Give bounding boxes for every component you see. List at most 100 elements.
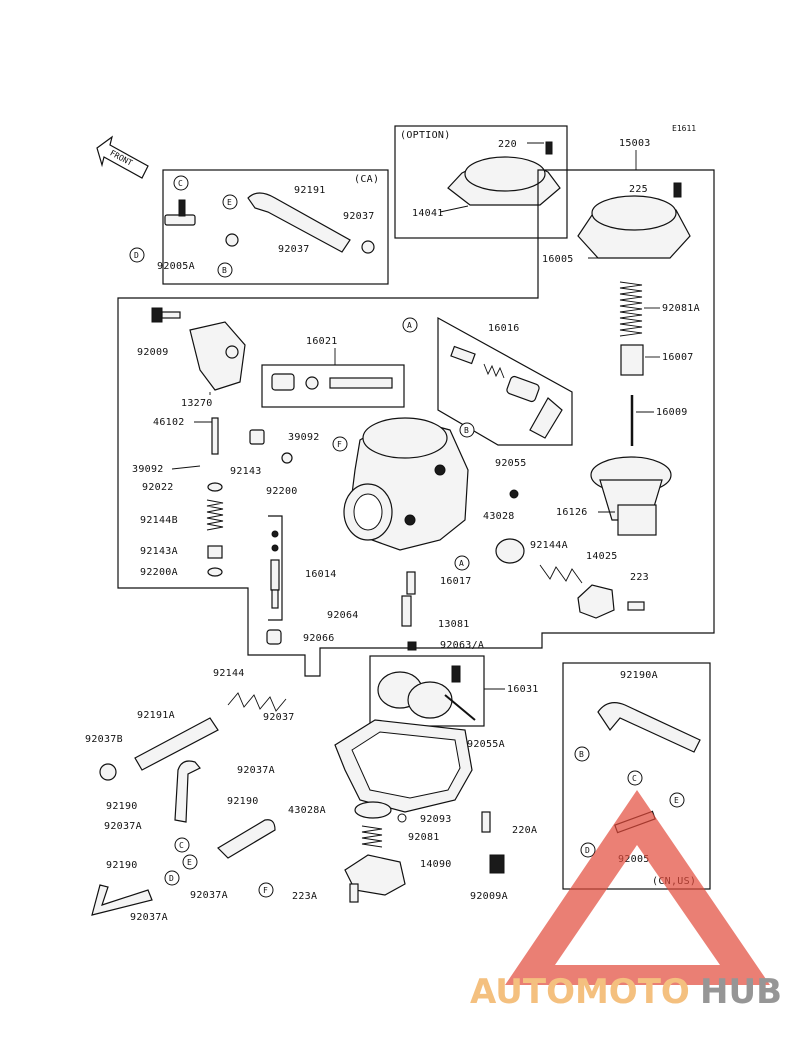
option-box	[394, 125, 568, 239]
part-92200: 92200	[266, 486, 298, 497]
part-14041: 14041	[412, 208, 444, 219]
part-92037A-a: 92037A	[237, 765, 275, 776]
ca-box	[162, 169, 389, 285]
part-92037-ca: 92037	[343, 211, 375, 222]
ca-circle-e: E	[222, 194, 238, 210]
part-92009: 92009	[137, 347, 169, 358]
part-92081: 92081	[408, 832, 440, 843]
box-16014	[268, 515, 283, 621]
svg-text:B: B	[222, 266, 227, 275]
plug-92063A	[407, 641, 417, 651]
circle-f-lower: F	[258, 882, 274, 898]
svg-text:C: C	[179, 841, 184, 850]
part-16031: 16031	[507, 684, 539, 695]
screw-223A	[349, 883, 359, 903]
part-92022: 92022	[142, 482, 174, 493]
throttle-13270	[189, 321, 246, 391]
part-16009: 16009	[656, 407, 688, 418]
pilot-screw-16014	[270, 530, 280, 609]
assembly-16016	[450, 345, 563, 439]
part-92063A: 92063/A	[440, 640, 484, 651]
part-39092-b: 39092	[288, 432, 320, 443]
svg-text:A: A	[407, 321, 412, 330]
part-223: 223	[630, 572, 649, 583]
float-bowl	[334, 719, 473, 813]
screw-223	[627, 601, 645, 611]
drain-92009A	[489, 854, 505, 874]
part-92055A: 92055A	[467, 739, 505, 750]
jet-13081	[401, 595, 412, 627]
part-92055: 92055	[495, 458, 527, 469]
oring-92093	[397, 813, 407, 823]
jet-16017	[406, 571, 416, 595]
part-16021: 16021	[306, 336, 338, 347]
part-92064: 92064	[327, 610, 359, 621]
circle-a-top: A	[402, 317, 418, 333]
part-92005A: 92005A	[157, 261, 195, 272]
cnus-circle-e: E	[669, 792, 685, 808]
front-arrow: FRONT	[96, 135, 149, 179]
cover-14025	[577, 584, 615, 619]
svg-text:D: D	[169, 874, 174, 883]
screw-220A	[481, 811, 491, 833]
part-16126: 16126	[556, 507, 588, 518]
part-92037B: 92037B	[85, 734, 123, 745]
part-92190A: 92190A	[620, 670, 658, 681]
washer-92200	[281, 452, 293, 464]
part-43028A: 43028A	[288, 805, 326, 816]
part-16016: 16016	[488, 323, 520, 334]
assembly-16021	[271, 373, 393, 391]
diaphragm-16126	[590, 456, 672, 536]
part-15003: 15003	[619, 138, 651, 149]
washer-92200A	[207, 567, 223, 577]
spring-92081	[361, 825, 383, 848]
svg-text:F: F	[263, 886, 268, 895]
part-92190-b: 92190	[227, 796, 259, 807]
hose-92190-a	[174, 760, 201, 823]
ca-circle-c: C	[173, 175, 189, 191]
box-16016	[437, 316, 573, 446]
part-92190-a: 92190	[106, 801, 138, 812]
bolt-92009	[151, 307, 181, 323]
part-225: 225	[629, 184, 648, 195]
circle-f: F	[332, 436, 348, 452]
cn-us-box	[562, 662, 711, 890]
hose-92190-b	[217, 819, 276, 859]
part-92093: 92093	[420, 814, 452, 825]
part-14090: 14090	[420, 859, 452, 870]
part-220A: 220A	[512, 825, 537, 836]
plug-92055	[509, 489, 519, 499]
circle-e-lower: E	[182, 854, 198, 870]
part-92037A-b: 92037A	[104, 821, 142, 832]
watermark-part2: HUB	[700, 972, 782, 1012]
cnus-circle-c: C	[627, 770, 643, 786]
carburetor-body	[343, 417, 469, 551]
part-92009A: 92009A	[470, 891, 508, 902]
svg-text:D: D	[585, 846, 590, 855]
washer-92022	[207, 482, 223, 492]
float-16031	[377, 665, 476, 721]
part-16017: 16017	[440, 576, 472, 587]
part-46102: 46102	[153, 417, 185, 428]
box-16021	[261, 364, 405, 408]
part-14025: 14025	[586, 551, 618, 562]
hose-92191A	[134, 717, 219, 771]
circle-d-lower: D	[164, 870, 180, 886]
ca-label: (CA)	[354, 174, 379, 185]
circle-b-top: B	[459, 422, 475, 438]
part-92143: 92143	[230, 466, 262, 477]
part-16014: 16014	[305, 569, 337, 580]
svg-text:C: C	[178, 179, 183, 188]
hose-92190-c	[91, 884, 153, 916]
spring-92144A	[539, 564, 583, 584]
diaphragm-43028	[495, 538, 525, 564]
part-39092-a: 39092	[132, 464, 164, 475]
part-92037-lower: 92037	[263, 712, 295, 723]
svg-text:C: C	[632, 774, 637, 783]
clamp-92037B	[99, 763, 117, 781]
part-223A: 223A	[292, 891, 317, 902]
spring-92081A	[619, 281, 643, 337]
ca-circle-d: D	[129, 247, 145, 263]
part-220: 220	[498, 139, 517, 150]
diagram-code: E1611	[672, 124, 696, 133]
